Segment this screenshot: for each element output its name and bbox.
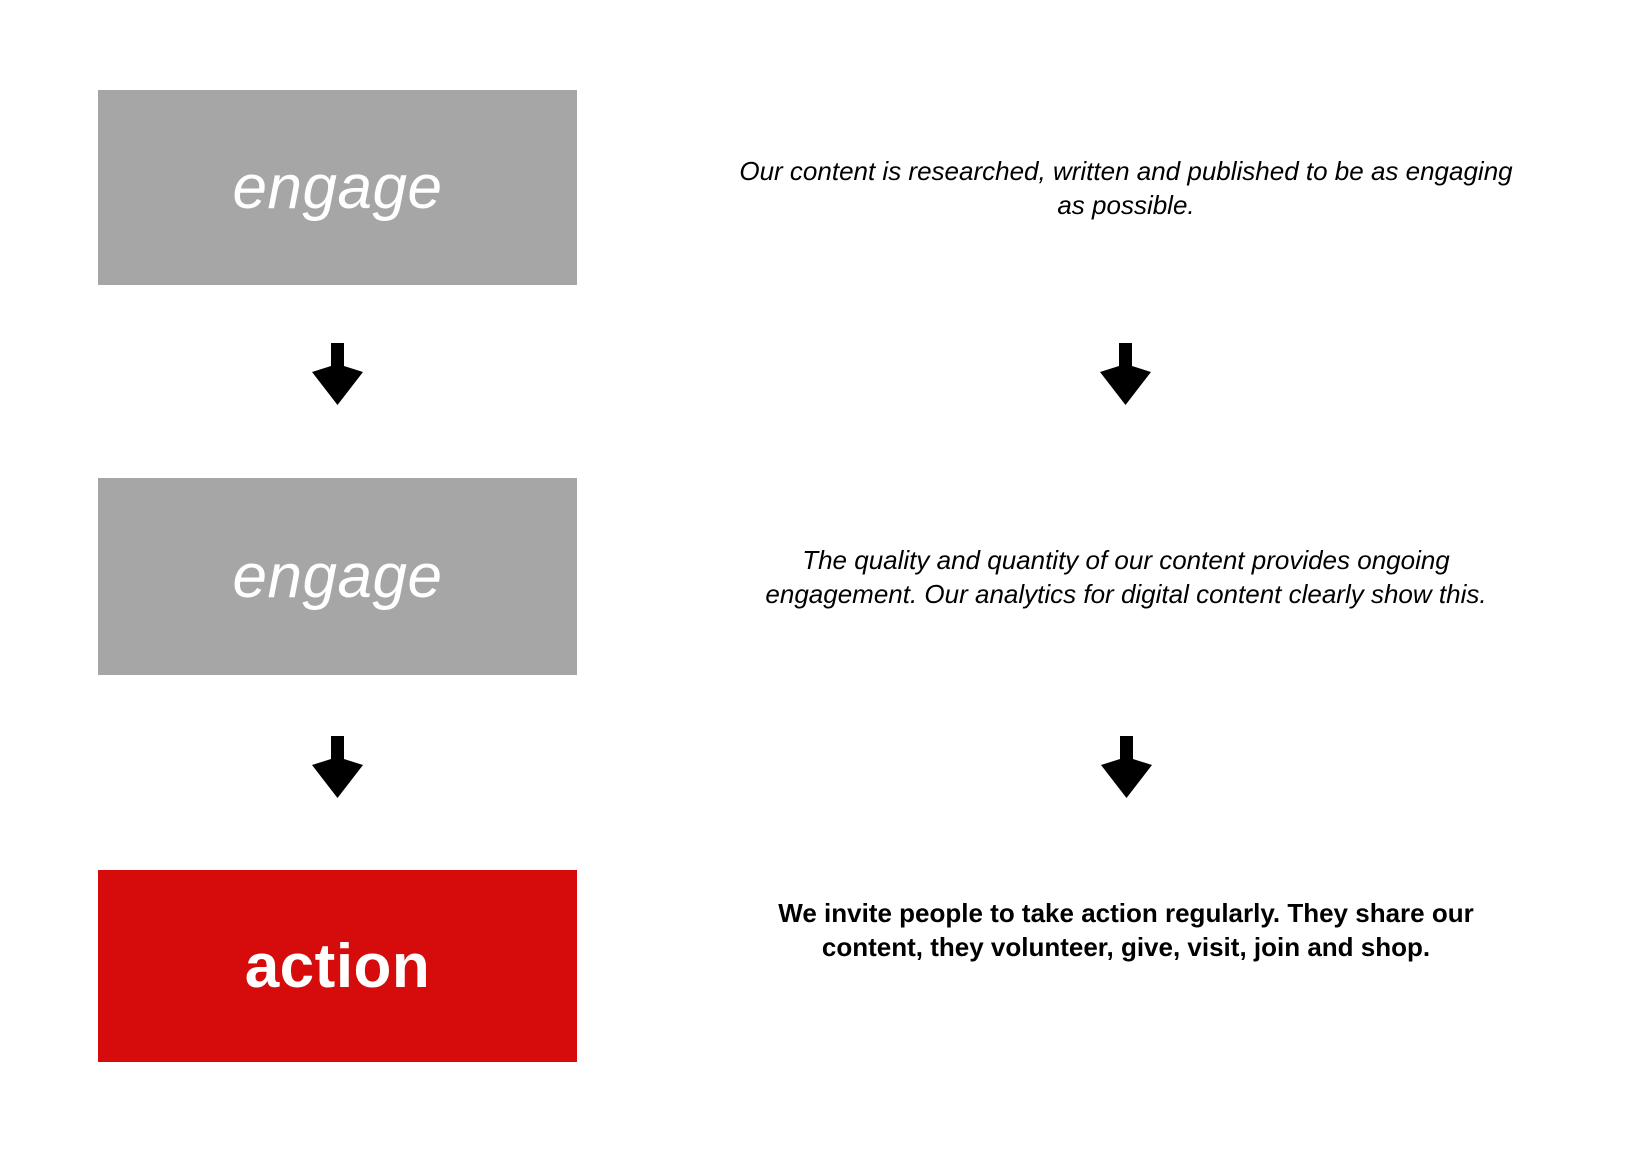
engage-box-2-label: engage bbox=[232, 542, 443, 611]
action-box: action bbox=[98, 870, 577, 1062]
down-arrow-icon bbox=[312, 343, 363, 405]
description-line: We invite people to take action regularl… bbox=[778, 898, 1474, 928]
description-line: engagement. Our analytics for digital co… bbox=[765, 578, 1487, 609]
step-description-3: We invite people to take action regularl… bbox=[716, 870, 1536, 1062]
engage-box-1-label: engage bbox=[232, 153, 443, 222]
down-arrow-icon bbox=[312, 736, 363, 798]
engage-box-2: engage bbox=[98, 478, 577, 675]
step-description-1: Our content is researched, written and p… bbox=[716, 90, 1536, 285]
down-arrow-icon bbox=[1101, 736, 1152, 798]
description-line: The quality and quantity of our content … bbox=[802, 544, 1450, 575]
description-line: as possible. bbox=[1057, 189, 1195, 220]
step-description-2: The quality and quantity of our content … bbox=[716, 478, 1536, 717]
down-arrow-icon bbox=[1100, 343, 1151, 405]
engage-box-1: engage bbox=[98, 90, 577, 285]
description-line: Our content is researched, written and p… bbox=[739, 155, 1513, 186]
description-line: content, they volunteer, give, visit, jo… bbox=[821, 932, 1431, 962]
action-box-label: action bbox=[244, 931, 431, 1001]
